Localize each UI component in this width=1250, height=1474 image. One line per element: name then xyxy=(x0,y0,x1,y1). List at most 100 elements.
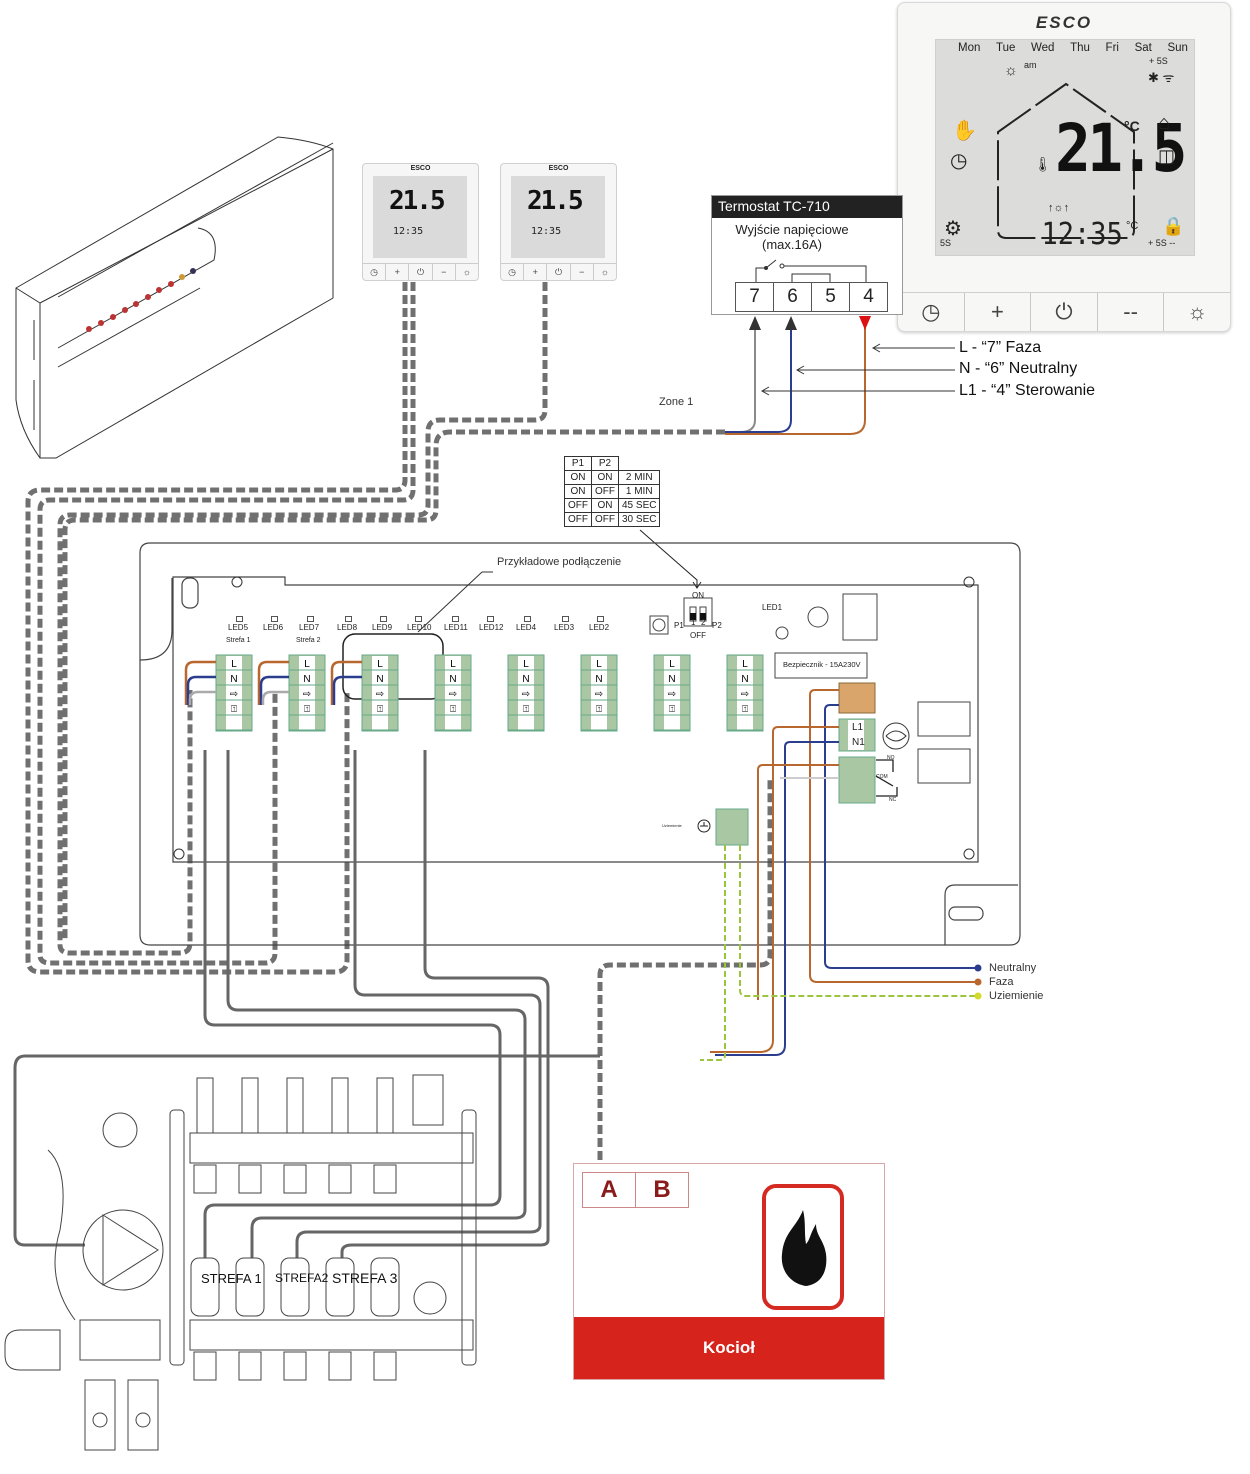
legend-leaders xyxy=(760,343,955,396)
terminal-symbol: ⍐ xyxy=(596,704,602,715)
cell: 1 MIN xyxy=(617,484,661,499)
terminal-symbol: N xyxy=(522,674,529,685)
terminal-symbol: ⇨ xyxy=(230,689,238,700)
actuator xyxy=(370,1257,400,1317)
backlight-button[interactable]: ☼ xyxy=(600,267,610,277)
zone-1-label: Strefa 1 xyxy=(226,637,251,644)
zone-thermostat-1: ESCO 21.5 12:35 ◷ + ⏻ − ☼ xyxy=(362,163,479,281)
plus-button[interactable]: + xyxy=(386,264,410,280)
terminal-symbol: ⍐ xyxy=(669,704,675,715)
clock-button[interactable]: ◷ xyxy=(363,264,387,280)
terminal-block: LN⇨⍐ xyxy=(726,654,764,732)
pipe-fitting xyxy=(193,1351,217,1381)
cell: OFF xyxy=(591,484,619,499)
thermostat-buttons: ◷ + ⏻ -- ☼ xyxy=(898,292,1230,331)
actuator-wires xyxy=(13,750,600,1258)
thermometer-icon: 🌡 xyxy=(1034,156,1052,172)
led-indicator xyxy=(452,616,459,622)
minus-button[interactable]: -- xyxy=(1098,293,1165,331)
cell: OFF xyxy=(564,512,592,527)
terminal-symbol: ⇨ xyxy=(522,689,530,700)
terminal-symbol: ⍐ xyxy=(231,704,237,715)
actuator-zone-2-label: STREFA2 xyxy=(275,1271,329,1285)
terminal-block: LN⇨⍐ xyxy=(580,654,618,732)
terminal-symbol: ⍐ xyxy=(742,704,748,715)
zone-2-label: Strefa 2 xyxy=(296,637,321,644)
actuator xyxy=(325,1257,355,1317)
backlight-button[interactable]: ☼ xyxy=(462,267,472,277)
actuator xyxy=(280,1257,310,1317)
legend-phase-bottom: Faza xyxy=(989,976,1014,988)
terminal-symbol: L xyxy=(377,659,383,670)
house-outline-icon xyxy=(997,82,1135,239)
led-label: LED8 xyxy=(337,623,358,632)
day-label: Mon xyxy=(958,42,981,54)
actuator xyxy=(190,1257,220,1317)
dip-leader xyxy=(639,529,698,588)
terminal-block: LN⇨⍐ xyxy=(653,654,691,732)
terminal-symbol: N xyxy=(376,674,383,685)
pipe-fitting xyxy=(283,1351,307,1381)
terminal-symbol: ⇨ xyxy=(376,689,384,700)
minus-button[interactable]: − xyxy=(433,264,456,280)
led-label: LED2 xyxy=(589,623,610,632)
day-label: Tue xyxy=(996,42,1016,54)
plus-button[interactable]: + xyxy=(524,264,548,280)
clock-button[interactable]: ◷ xyxy=(898,293,965,331)
terminal-symbol: ⇨ xyxy=(741,689,749,700)
terminal-a: A xyxy=(582,1172,636,1208)
clock-display: 12:35 xyxy=(1041,217,1123,252)
button-row: ◷ + ⏻ − ☼ xyxy=(363,263,478,280)
led-indicator xyxy=(415,616,422,622)
led-label: LED9 xyxy=(372,623,393,632)
power-wires xyxy=(710,689,975,1056)
minus-button[interactable]: − xyxy=(571,264,594,280)
button-row: ◷ + ⏻ − ☼ xyxy=(501,263,616,280)
ground-terminal xyxy=(697,808,749,846)
terminal-symbol: ⍐ xyxy=(304,704,310,715)
controller-leds xyxy=(86,268,196,332)
terminal-4: 4 xyxy=(849,282,888,312)
clock: 12:35 xyxy=(393,226,424,237)
actuator-zone-1-label: STREFA 1 xyxy=(201,1271,262,1286)
led-indicator xyxy=(524,616,531,622)
boiler-terminals: A B xyxy=(582,1172,689,1208)
tc710-subtitle: Wyjście napięciowe (max.16A) xyxy=(712,222,872,252)
temperature: 21.5 xyxy=(527,186,584,216)
cell: OFF xyxy=(591,512,619,527)
power-button[interactable]: ⏻ xyxy=(409,264,433,280)
terminal-symbol: ⍐ xyxy=(523,704,529,715)
terminal-6: 6 xyxy=(773,282,812,312)
relay-nc-label: NC xyxy=(889,797,897,803)
zone-label: Zone 1 xyxy=(659,396,694,408)
lock-label: + 5S -- xyxy=(1148,238,1176,248)
power-terminals xyxy=(838,682,876,804)
settings-gear-icon: ⚙ xyxy=(944,218,962,240)
legend-phase: L - “7” Faza xyxy=(959,339,1042,356)
cell: ON xyxy=(591,498,619,513)
terminal-symbol: ⍐ xyxy=(377,704,383,715)
ground-wires xyxy=(700,845,975,1061)
zone-wire xyxy=(261,690,289,705)
pipe-fitting xyxy=(373,1164,397,1194)
terminal-block: LN⇨⍐ xyxy=(215,654,253,732)
pipe-fitting xyxy=(193,1164,217,1194)
actuator xyxy=(235,1257,265,1317)
pipe-fitting xyxy=(328,1164,352,1194)
pipe-fitting xyxy=(373,1351,397,1381)
terminal-symbol: ⍐ xyxy=(450,704,456,715)
pump-l1-label: L1 xyxy=(852,722,864,733)
led1-label: LED1 xyxy=(762,603,783,612)
power-button[interactable]: ⏻ xyxy=(1031,293,1098,331)
backlight-button[interactable]: ☼ xyxy=(1187,299,1208,324)
clock-button[interactable]: ◷ xyxy=(501,264,525,280)
legend-neutral-bottom: Neutralny xyxy=(989,962,1037,974)
power-button[interactable]: ⏻ xyxy=(547,264,571,280)
plus-button[interactable]: + xyxy=(965,293,1032,331)
am-label: am xyxy=(1024,60,1037,70)
terminal-block: LN⇨⍐ xyxy=(434,654,472,732)
terminal-b: B xyxy=(635,1172,689,1208)
clock-unit: °C xyxy=(1126,220,1139,232)
